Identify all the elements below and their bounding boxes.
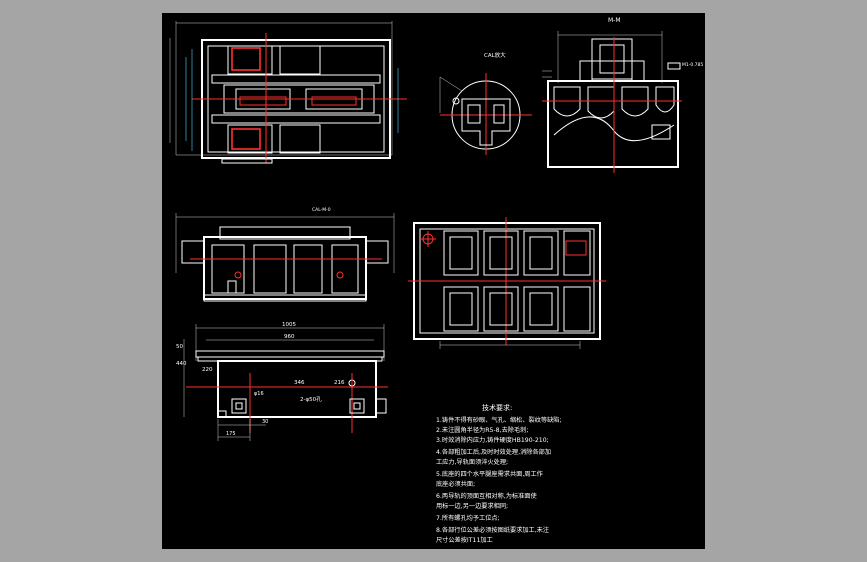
bottom-view <box>408 217 606 349</box>
tech-note-1: 1.铸件不得有砂眼、气孔、缩松、裂纹等缺陷; <box>436 416 562 424</box>
section-view: M-M M1-0.785 <box>542 17 703 173</box>
tech-note-2: 2.未注圆角半径为R5-8,去除毛刺; <box>436 426 528 434</box>
dim-right-offset: 216 <box>334 380 345 386</box>
detail-view-label: CAL放大 <box>484 51 506 59</box>
technical-notes: 技术要求: 1.铸件不得有砂眼、气孔、缩松、裂纹等缺陷; 2.未注圆角半径为R5… <box>436 403 562 544</box>
callout-front: CAL-M-0 <box>312 207 331 213</box>
detail-view: CAL放大 <box>439 51 532 155</box>
dim-small: 30 <box>262 419 268 425</box>
tech-note-6: 6.两导轨的顶面互相对称,为标准面使 <box>436 492 537 500</box>
front-view: CAL-M-0 <box>175 207 395 302</box>
side-view: 1005 960 50 440 220 346 216 2-φ50孔 φ16 3… <box>176 322 388 441</box>
dim-bottom: 175 <box>226 431 236 437</box>
dim-height-1: 50 <box>176 344 183 350</box>
dim-height-2: 440 <box>176 361 187 367</box>
dim-inner-length: 960 <box>284 334 295 340</box>
dim-offset-left: 220 <box>202 367 213 373</box>
tech-note-4b: 工应力,导轨面须淬火处理; <box>436 458 508 466</box>
dim-center: 346 <box>294 380 305 386</box>
tech-note-6b: 用标一边,另一边要求相同; <box>436 502 508 510</box>
tech-note-8: 8.各部行位公差必须按图纸要求加工,未注 <box>436 526 549 534</box>
tech-note-7: 7.所有螺孔均予工位点; <box>436 514 500 522</box>
section-label: M-M <box>608 17 621 24</box>
plan-view <box>169 21 407 164</box>
bottom-view-cells <box>443 230 591 332</box>
tech-notes-title: 技术要求: <box>482 403 512 412</box>
drawing-sheet: CAL放大 M-M M1-0.785 CAL- <box>162 13 705 549</box>
dim-hole-spec: 2-φ50孔 <box>300 395 322 403</box>
callout-top-right: M1-0.785 <box>682 62 703 68</box>
tech-note-8b: 尺寸公差按IT11加工 <box>436 536 493 544</box>
tech-note-4: 4.各部粗加工后,及时时效处理,消除各部加 <box>436 448 551 456</box>
dim-overall-length: 1005 <box>282 322 296 328</box>
tech-note-5: 5.底座的四个水平腿座需求共面,周工作 <box>436 470 543 478</box>
tech-note-5b: 底座必须共面; <box>436 480 475 488</box>
tech-note-3: 3.时效消除内应力,铸件硬度HB190-210; <box>436 436 549 444</box>
dim-slot: φ16 <box>254 391 264 397</box>
drawing-canvas: CAL放大 M-M M1-0.785 CAL- <box>169 17 703 544</box>
